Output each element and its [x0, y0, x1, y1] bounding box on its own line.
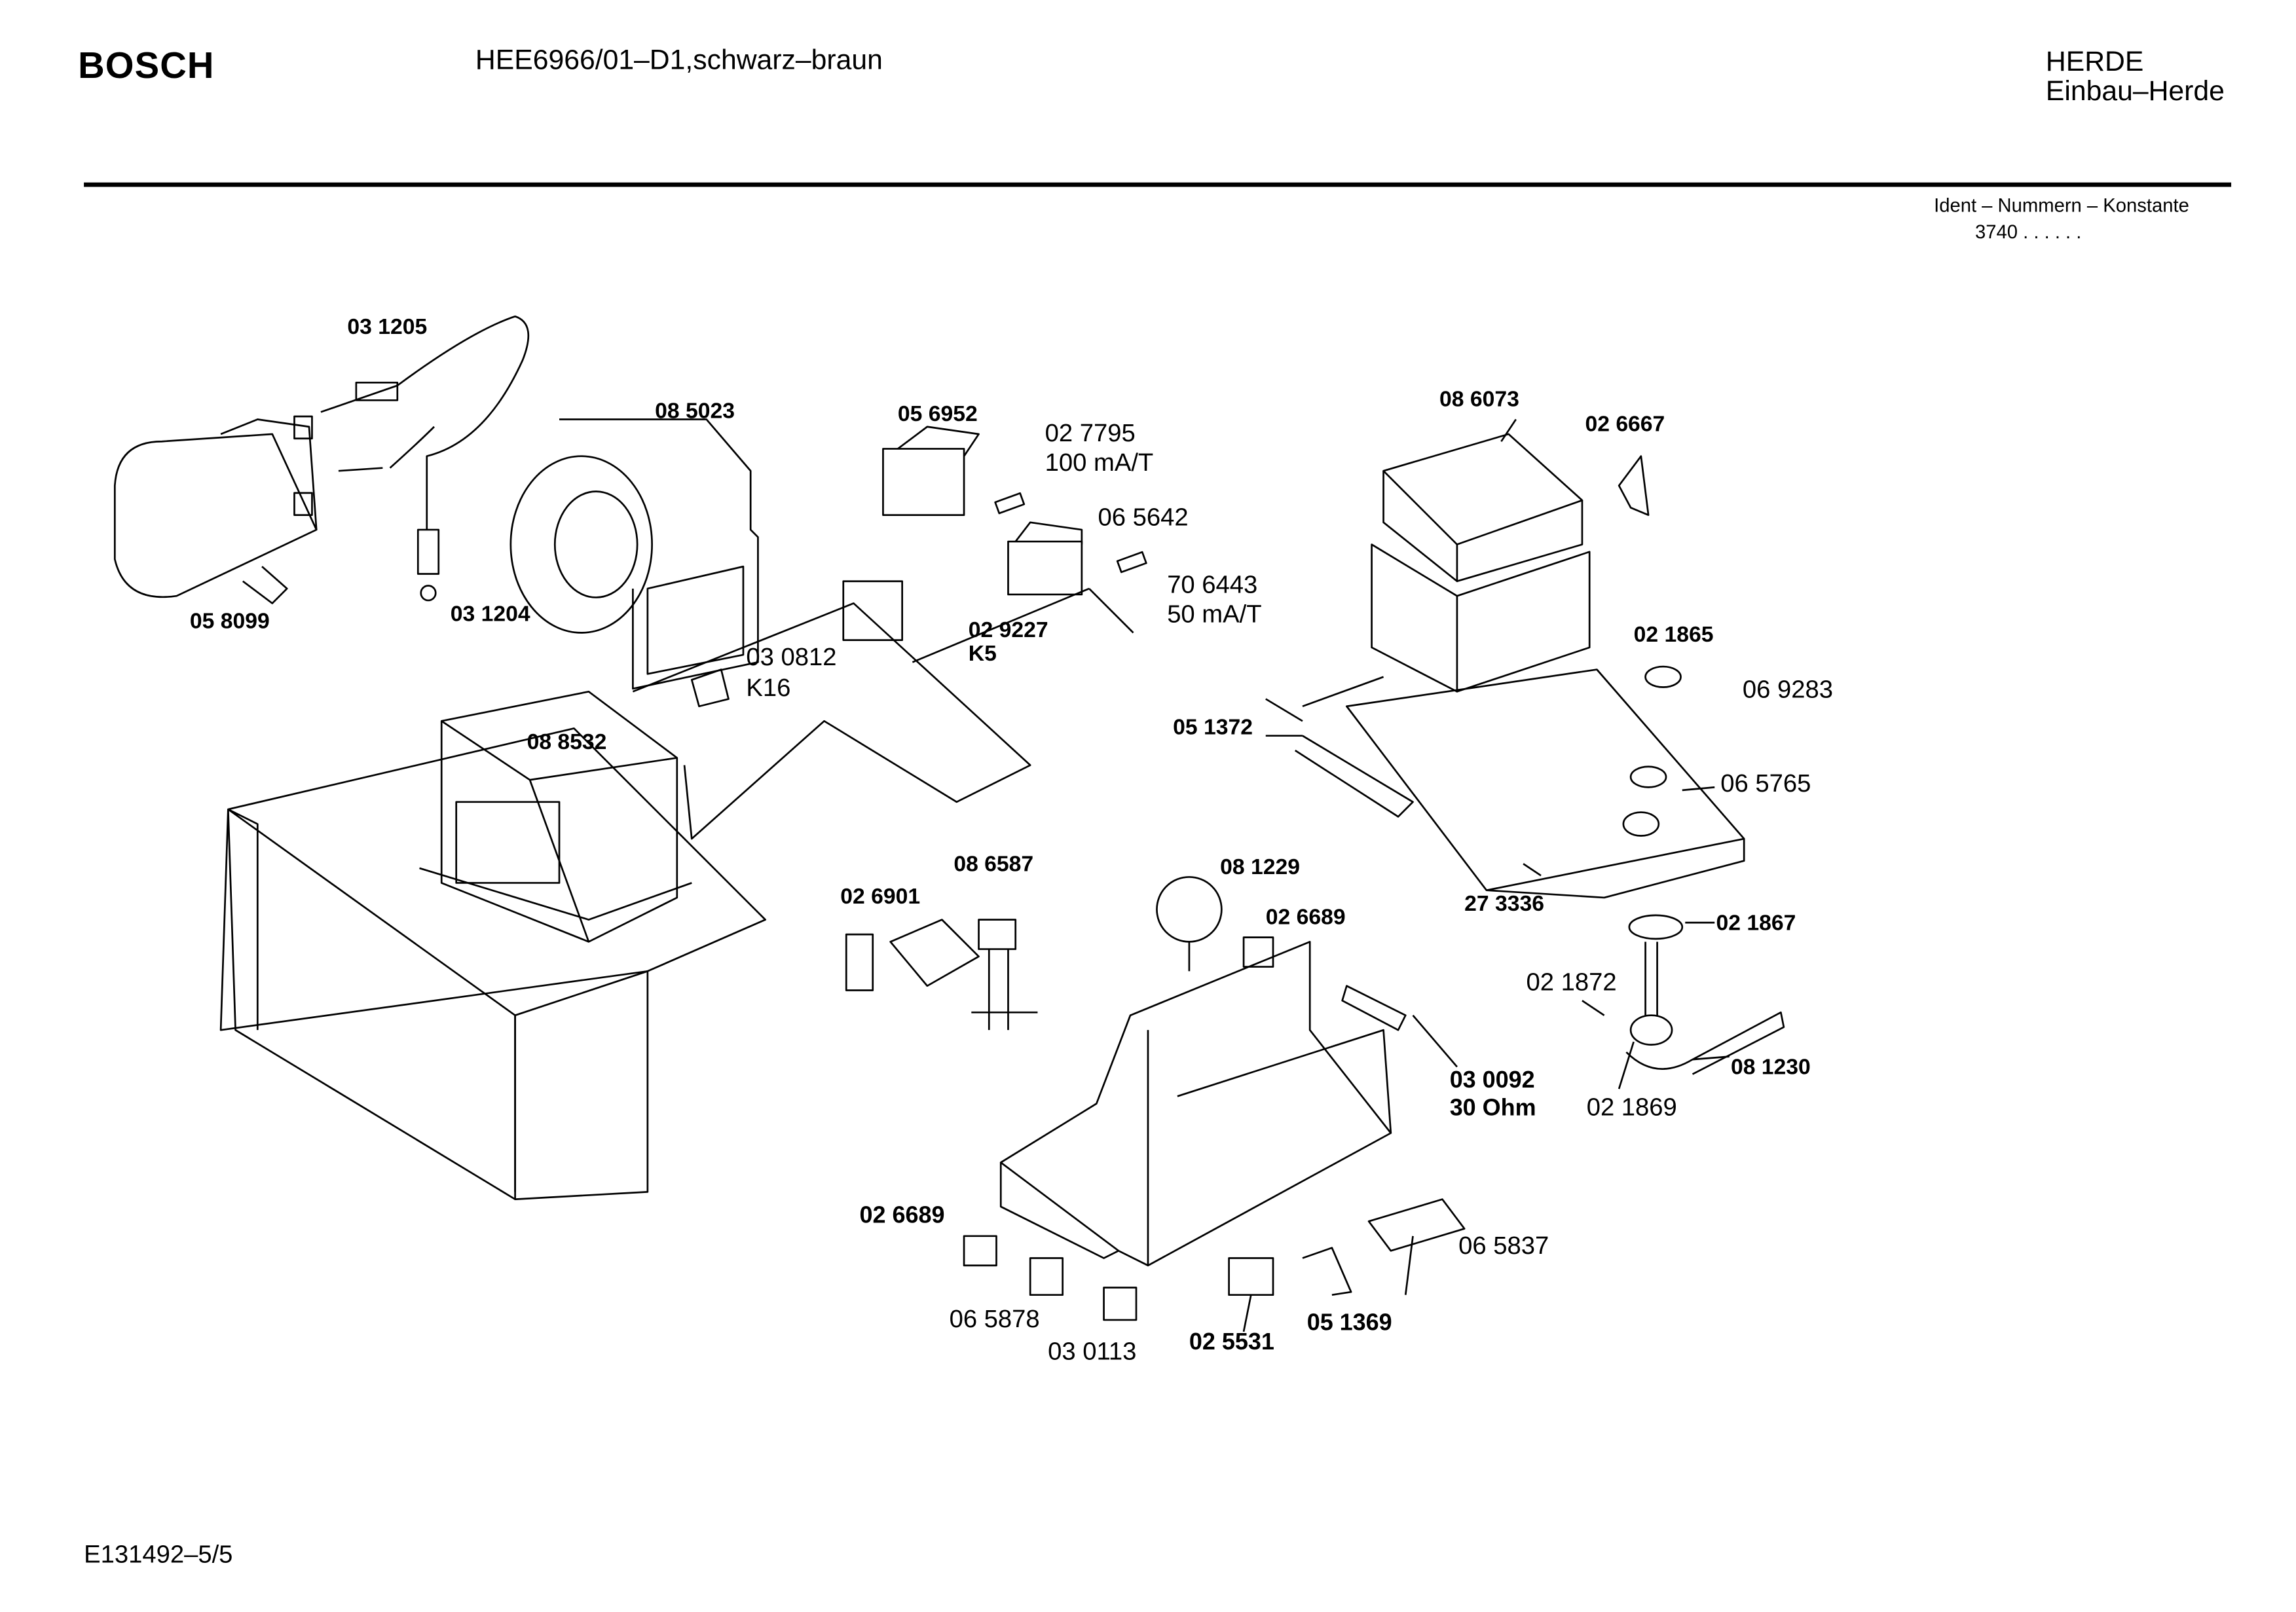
part-label-note: K16 — [746, 674, 791, 703]
ident-value: 3740 . . . . . . — [1975, 221, 2082, 243]
part-label: 06 5642 — [1098, 503, 1189, 532]
subcategory-label: Einbau–Herde — [2045, 76, 2225, 108]
part-label-note: 100 mA/T — [1045, 449, 1154, 477]
part-label: 03 0812 — [746, 643, 837, 671]
stirrer-drawing — [1625, 914, 1785, 1075]
part-label: 05 8099 — [189, 609, 270, 634]
part-label: 02 6689 — [859, 1203, 945, 1229]
part-label: 02 1869 — [1586, 1093, 1677, 1122]
cable-drawing — [320, 315, 530, 530]
part-label-note: 30 Ohm — [1449, 1096, 1536, 1122]
bracket-drawing — [845, 933, 874, 991]
transformer-small-drawing — [882, 448, 965, 516]
part-label: 70 6443 — [1167, 570, 1258, 599]
part-label: 02 6901 — [840, 884, 921, 909]
part-label: 03 1204 — [450, 602, 530, 627]
part-label-note: 50 mA/T — [1167, 600, 1262, 629]
magnetron-drawing — [1294, 433, 1745, 899]
part-label: 06 9283 — [1742, 675, 1834, 704]
part-label: 05 6952 — [897, 401, 978, 427]
part-label: 06 5765 — [1720, 769, 1811, 798]
brand-logo: BOSCH — [78, 45, 215, 87]
part-label: 02 6689 — [1265, 905, 1346, 930]
part-label: 08 8532 — [527, 729, 607, 755]
part-label-note: K5 — [968, 641, 997, 667]
part-label: 08 6587 — [954, 852, 1034, 877]
part-label: 05 1372 — [1173, 715, 1253, 741]
control-frame-drawing — [999, 876, 1407, 1267]
capacitor-drawing — [113, 415, 318, 604]
part-label: 08 1229 — [1220, 854, 1300, 880]
ident-label: Ident – Nummern – Konstante — [1934, 194, 2189, 217]
part-label: 02 1872 — [1526, 968, 1617, 997]
part-label: 03 1205 — [347, 314, 428, 340]
drawing-id: E131492–5/5 — [84, 1541, 233, 1569]
part-label: 02 1867 — [1716, 911, 1796, 936]
model-title: HEE6966/01–D1,schwarz–braun — [475, 45, 883, 77]
transformer-drawing — [419, 690, 692, 943]
blower-drawing — [509, 418, 759, 690]
part-label: 03 0092 — [1449, 1068, 1535, 1093]
part-label: 02 9227 — [968, 617, 1048, 644]
part-label: 02 1865 — [1633, 622, 1714, 648]
header-divider — [84, 182, 2232, 187]
relay-drawing — [842, 580, 904, 641]
part-label: 02 7795 — [1045, 419, 1136, 448]
part-label: 08 6073 — [1439, 387, 1519, 412]
part-label: 06 5878 — [949, 1305, 1040, 1334]
part-label: 02 5531 — [1189, 1330, 1274, 1355]
part-label: 06 5837 — [1458, 1232, 1549, 1260]
part-label: 27 3336 — [1464, 891, 1545, 917]
part-label: 08 5023 — [655, 399, 735, 424]
part-label: 02 6667 — [1585, 412, 1665, 437]
base-plate-drawing — [219, 602, 1031, 1200]
part-label: 03 0113 — [1048, 1337, 1137, 1366]
part-label: 05 1369 — [1306, 1311, 1392, 1336]
part-label: 08 1230 — [1730, 1055, 1811, 1080]
category-label: HERDE — [2045, 46, 2144, 79]
fuse-holder-drawing — [355, 381, 399, 401]
